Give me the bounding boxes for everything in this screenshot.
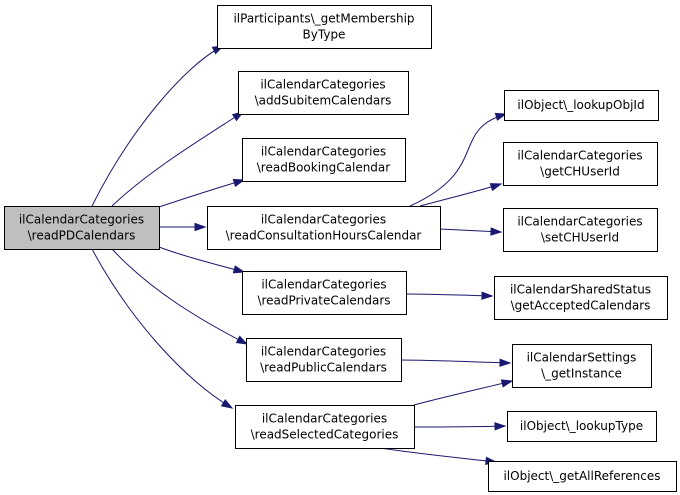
node-setCHUserId[interactable]: ilCalendarCategories \setCHUserId	[503, 208, 658, 252]
arrowhead	[489, 183, 503, 192]
node-label-line: \getAcceptedCalendars	[511, 299, 651, 313]
edge-readPDCalendars-to-readSelectedCategories	[91, 248, 234, 409]
node-box	[503, 142, 658, 186]
node-label-line: ilCalendarCategories	[261, 345, 386, 359]
node-label-line: ByType	[303, 28, 346, 42]
node-readPDCalendars[interactable]: ilCalendarCategories \readPDCalendars	[4, 206, 160, 250]
node-getCHUserId[interactable]: ilCalendarCategories \getCHUserId	[503, 142, 658, 186]
node-readSelectedCategories[interactable]: ilCalendarCategories \readSelectedCategor…	[235, 405, 415, 449]
node-label-line: ilCalendarSharedStatus	[510, 283, 651, 297]
edge-line	[111, 111, 244, 207]
node-label-line: \getCHUserId	[540, 165, 620, 179]
node-getAllReferences[interactable]: ilObject\_getAllReferences	[488, 461, 677, 492]
node-label-line: ilObject\_lookupType	[520, 419, 643, 433]
node-box	[494, 276, 668, 320]
edge-line	[405, 293, 493, 297]
edge-readConsultationHoursCalendar-to-setCHUserId	[439, 227, 503, 236]
node-readBookingCalendar[interactable]: ilCalendarCategories \readBookingCalendar	[242, 138, 406, 182]
edge-readPDCalendars-to-readPublicCalendars	[111, 248, 249, 345]
edge-line	[379, 447, 497, 463]
node-label-line: ilCalendarCategories	[19, 213, 144, 227]
node-box	[512, 344, 652, 388]
nodes-layer: ilCalendarCategories \readPDCalendars ilPa…	[4, 5, 677, 492]
node-addSubitemCalendars[interactable]: ilCalendarCategories \addSubitemCalendars	[238, 71, 409, 115]
node-label-line: ilObject\_lookupObjId	[517, 98, 644, 112]
node-label-line: ilCalendarCategories	[517, 215, 642, 229]
edge-readPDCalendars-to-addSubitemCalendars	[111, 111, 245, 207]
arrowhead	[481, 291, 494, 300]
edge-line	[158, 246, 245, 273]
arrowhead	[194, 222, 207, 232]
node-label-line: \readSelectedCategories	[251, 428, 399, 442]
node-readPublicCalendars[interactable]: ilCalendarCategories \readPublicCalendars	[246, 338, 402, 382]
edge-line	[419, 183, 502, 207]
edge-readPDCalendars-to-readPrivateCalendars	[158, 246, 246, 274]
node-lookupObjId[interactable]: ilObject\_lookupObjId	[504, 90, 659, 121]
node-label-line: ilCalendarCategories	[260, 78, 385, 92]
node-getInstance[interactable]: ilCalendarSettings \_getInstance	[512, 344, 652, 388]
arrowhead	[494, 112, 508, 121]
node-label-line: ilParticipants\_getMembership	[233, 12, 414, 26]
arrowhead	[500, 379, 514, 388]
node-label-line: ilObject\_getAllReferences	[503, 469, 660, 483]
node-label-line: ilCalendarSettings	[527, 351, 637, 365]
edge-readConsultationHoursCalendar-to-lookupObjId	[409, 112, 508, 207]
arrowhead	[490, 227, 503, 236]
node-box	[242, 271, 407, 315]
edge-line	[413, 425, 506, 428]
node-label-line: \setCHUserId	[541, 231, 619, 245]
node-box	[242, 138, 406, 182]
arrowhead	[232, 265, 246, 274]
node-box	[4, 206, 160, 250]
edge-readPDCalendars-to-readBookingCalendar	[158, 178, 246, 208]
arrowhead	[494, 422, 507, 431]
node-readConsultationHoursCalendar[interactable]: ilCalendarCategories \readConsultationHou…	[207, 206, 441, 250]
node-box	[235, 405, 415, 449]
node-label-line: ilCalendarCategories	[262, 412, 387, 426]
edge-readPDCalendars-to-getMembershipByType	[91, 45, 225, 207]
node-label-line: ilCalendarCategories	[517, 149, 642, 163]
node-label-line: ilCalendarCategories	[261, 213, 386, 227]
arrowhead	[232, 178, 246, 187]
edge-readSelectedCategories-to-getInstance	[413, 379, 514, 406]
edge-line	[409, 113, 507, 207]
node-label-line: \readBookingCalendar	[257, 161, 391, 175]
edge-readConsultationHoursCalendar-to-getCHUserId	[419, 183, 503, 207]
node-label-line: ilCalendarCategories	[261, 145, 386, 159]
edge-readSelectedCategories-to-getAllReferences	[379, 447, 498, 466]
edge-line	[91, 248, 233, 409]
edge-line	[91, 45, 224, 207]
node-label-line: \readPDCalendars	[28, 229, 136, 243]
node-box	[488, 461, 677, 492]
edge-readPublicCalendars-to-getInstance	[400, 358, 512, 367]
node-label-line: \readConsultationHoursCalendar	[226, 229, 422, 243]
node-box	[246, 338, 402, 382]
arrowhead	[220, 399, 234, 409]
node-box	[504, 90, 659, 121]
node-box	[207, 206, 441, 250]
node-box	[507, 411, 657, 442]
node-label-line: \readPrivateCalendars	[257, 294, 390, 308]
node-lookupType[interactable]: ilObject\_lookupType	[507, 411, 657, 442]
node-readPrivateCalendars[interactable]: ilCalendarCategories \readPrivateCalendar…	[242, 271, 407, 315]
node-label-line: \_getInstance	[541, 367, 622, 381]
node-box	[503, 208, 658, 252]
node-box	[238, 71, 409, 115]
node-label-line: \readPublicCalendars	[260, 361, 387, 375]
edge-line	[158, 179, 245, 208]
edge-line	[413, 380, 513, 406]
edge-line	[400, 359, 511, 364]
edge-readPrivateCalendars-to-getAcceptedCalendars	[405, 291, 494, 300]
edge-line	[111, 248, 248, 345]
node-getAcceptedCalendars[interactable]: ilCalendarSharedStatus \getAcceptedCalend…	[494, 276, 668, 320]
node-label-line: \addSubitemCalendars	[255, 94, 392, 108]
node-label-line: ilCalendarCategories	[261, 278, 386, 292]
arrowhead	[235, 335, 249, 345]
arrowhead	[499, 358, 512, 367]
edge-readPDCalendars-to-readConsultationHoursCalendar	[158, 222, 207, 232]
node-box	[217, 5, 432, 49]
edge-readSelectedCategories-to-lookupType	[413, 422, 507, 431]
